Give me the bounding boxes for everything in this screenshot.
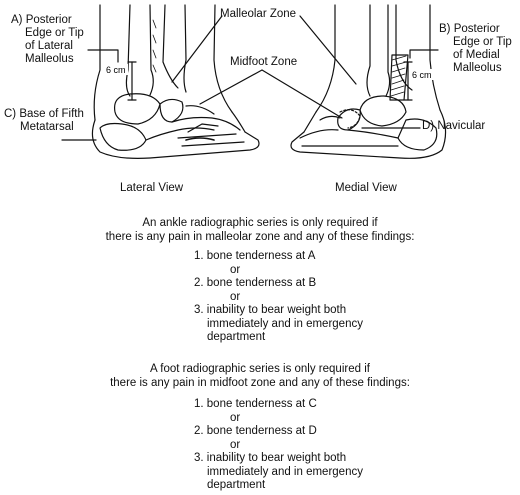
medial-foot-drawing <box>290 4 447 159</box>
midfoot-zone-label: Midfoot Zone <box>230 56 298 68</box>
foot-or-2: or <box>230 438 241 451</box>
cm-label-left: 6 cm <box>106 65 126 75</box>
foot-intro: A foot radiographic series is only requi… <box>110 363 410 389</box>
medial-view-label: Medial View <box>335 182 397 194</box>
foot-item-1: 1. bone tenderness at C <box>194 398 317 410</box>
foot-criteria-list: 1. bone tenderness at C or 2. bone tende… <box>194 398 363 491</box>
label-d: D) Navicular <box>422 120 486 132</box>
ankle-item-3: 3. inability to bear weight both <box>194 304 347 316</box>
ankle-criteria-list: 1. bone tenderness at A or 2. bone tende… <box>194 250 363 343</box>
foot-item-2: 2. bone tenderness at D <box>194 425 317 437</box>
foot-item-3: 3. inability to bear weight both <box>194 452 347 464</box>
ankle-item-2: 2. bone tenderness at B <box>194 277 317 289</box>
ankle-illustration: 6 cm 6 cm <box>61 4 447 159</box>
malleolar-zone-label: Malleolar Zone <box>220 8 297 20</box>
zone-pointers <box>171 15 357 119</box>
lateral-foot-drawing <box>61 4 260 159</box>
ankle-or-1: or <box>230 263 241 276</box>
ankle-item-1: 1. bone tenderness at A <box>194 250 316 262</box>
label-c: C) Base of Fifth Metatarsal <box>4 108 84 133</box>
ankle-intro: An ankle radiographic series is only req… <box>105 217 415 243</box>
lateral-view-label: Lateral View <box>120 182 184 194</box>
foot-or-1: or <box>230 411 241 424</box>
ankle-or-2: or <box>230 290 241 303</box>
cm-label-right: 6 cm <box>412 70 432 80</box>
label-b: B) Posterior Edge or Tip of Medial Malle… <box>439 23 512 74</box>
label-a: A) Posterior Edge or Tip of Lateral Mall… <box>11 14 84 65</box>
